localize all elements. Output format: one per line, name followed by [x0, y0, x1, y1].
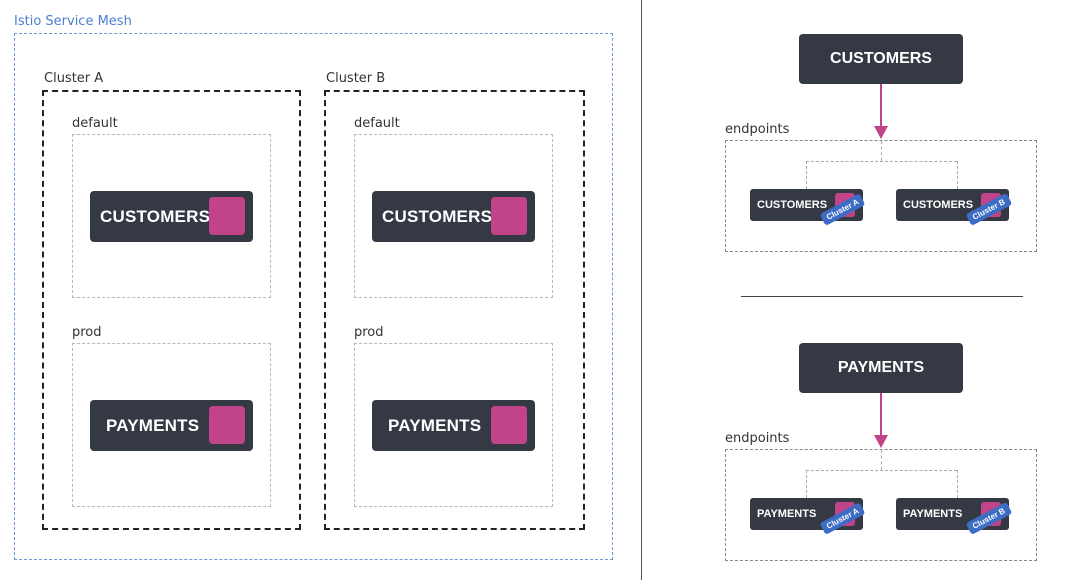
- endpoints-label: endpoints: [725, 122, 790, 137]
- connector-line: [957, 470, 958, 498]
- endpoint-payments-a: PAYMENTS Cluster A: [750, 498, 866, 535]
- endpoint-customers-b: CUSTOMERS Cluster B: [896, 189, 1012, 226]
- namespace-label: prod: [354, 325, 384, 340]
- namespace-label: prod: [72, 325, 102, 340]
- namespace-default-b: [354, 134, 553, 298]
- service-label: CUSTOMERS: [830, 50, 932, 67]
- cluster-a-label: Cluster A: [44, 71, 104, 86]
- namespace-default-a: [72, 134, 271, 298]
- namespace-label: default: [354, 116, 400, 131]
- arrow-down-icon: [874, 84, 888, 139]
- endpoint-label: PAYMENTS: [757, 508, 817, 520]
- mesh-label: Istio Service Mesh: [14, 14, 132, 29]
- endpoints-group: [725, 140, 1037, 252]
- service-icon: [491, 197, 527, 235]
- service-icon: [209, 197, 245, 235]
- namespace-prod-a: [72, 343, 271, 507]
- service-customers: CUSTOMERS: [799, 34, 963, 84]
- connector-line: [957, 161, 958, 189]
- service-icon: [209, 406, 245, 444]
- service-payments: PAYMENTS: [799, 343, 963, 393]
- service-label: PAYMENTS: [106, 415, 200, 435]
- connector-line: [806, 470, 957, 471]
- endpoint-label: PAYMENTS: [903, 508, 963, 520]
- service-customers-a: CUSTOMERS: [90, 191, 253, 242]
- arrow-down-icon: [874, 393, 888, 448]
- service-label: CUSTOMERS: [100, 206, 211, 226]
- endpoints-group: [725, 449, 1037, 561]
- endpoint-payments-b: PAYMENTS Cluster B: [896, 498, 1012, 535]
- service-customers-b: CUSTOMERS: [372, 191, 535, 242]
- service-label: PAYMENTS: [837, 359, 925, 376]
- connector-line: [881, 141, 882, 161]
- panel-divider: [641, 0, 642, 580]
- cluster-b-label: Cluster B: [326, 71, 386, 86]
- endpoint-customers-a: CUSTOMERS Cluster A: [750, 189, 866, 226]
- endpoint-label: CUSTOMERS: [903, 199, 974, 211]
- service-payments-b: PAYMENTS: [372, 400, 535, 451]
- namespace-label: default: [72, 116, 118, 131]
- connector-line: [881, 450, 882, 470]
- service-label: PAYMENTS: [388, 415, 482, 435]
- connector-line: [806, 161, 957, 162]
- endpoints-label: endpoints: [725, 431, 790, 446]
- service-icon: [491, 406, 527, 444]
- service-mesh-boundary: [14, 33, 613, 560]
- endpoint-label: CUSTOMERS: [757, 199, 828, 211]
- connector-line: [806, 161, 807, 189]
- cluster-b: [324, 90, 585, 530]
- namespace-prod-b: [354, 343, 553, 507]
- connector-line: [806, 470, 807, 498]
- service-label: CUSTOMERS: [382, 206, 493, 226]
- service-payments-a: PAYMENTS: [90, 400, 253, 451]
- group-divider: [741, 296, 1023, 297]
- cluster-a: [42, 90, 301, 530]
